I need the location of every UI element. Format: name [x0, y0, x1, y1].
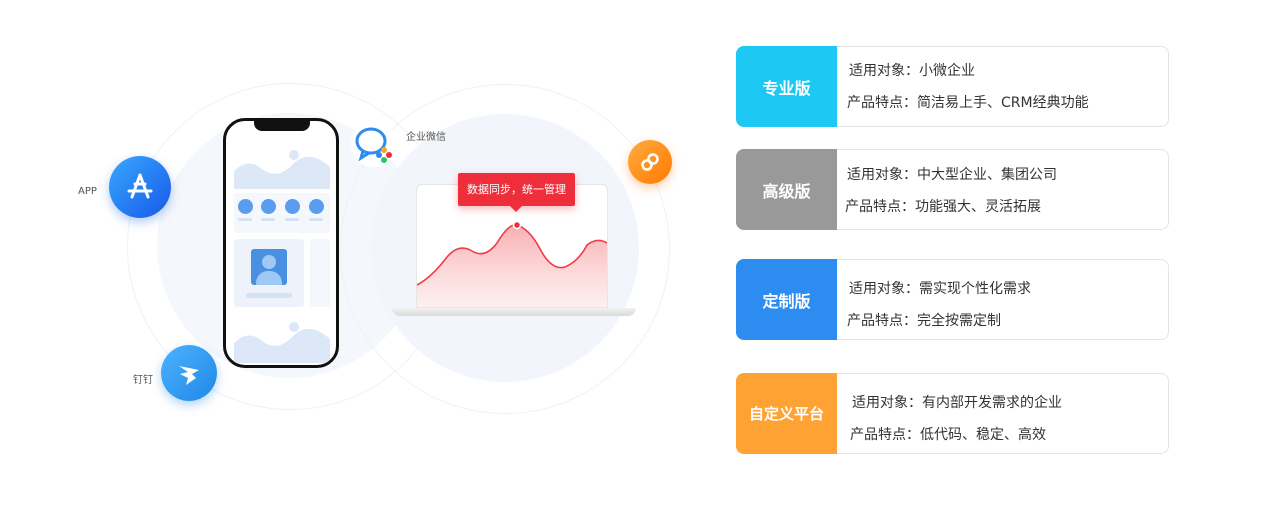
wecom-label: 企业微信 — [406, 132, 446, 143]
mini-program-icon — [628, 140, 672, 184]
feature-label: 产品特点： — [847, 95, 917, 111]
plan-badge-professional: 专业版 — [736, 46, 837, 127]
plan-feature-line: 产品特点：简洁易上手、CRM经典功能 — [847, 92, 1089, 112]
phone-menu-dot — [261, 199, 276, 214]
laptop-base — [392, 308, 636, 316]
plan-badge-custom: 定制版 — [736, 259, 837, 340]
target-label: 适用对象： — [849, 281, 919, 297]
phone-menu-line — [309, 218, 323, 221]
phone-menu-dot — [285, 199, 300, 214]
phone-notch — [254, 121, 310, 131]
target-label: 适用对象： — [847, 167, 917, 183]
plan-feature-line: 产品特点：完全按需定制 — [847, 310, 1001, 330]
wecom-icon — [351, 121, 397, 167]
target-label: 适用对象： — [849, 63, 919, 79]
phone-menu-line — [261, 218, 275, 221]
phone-mockup — [223, 118, 339, 368]
sync-tooltip: 数据同步，统一管理 — [458, 173, 575, 212]
sales-trend-chart — [417, 220, 607, 307]
target-value: 需实现个性化需求 — [919, 281, 1031, 297]
dingtalk-label: 钉钉 — [133, 375, 153, 386]
phone-side-card — [310, 239, 330, 307]
avatar-placeholder-icon — [251, 249, 287, 285]
phone-menu-line — [285, 218, 299, 221]
phone-banner-image — [234, 141, 330, 189]
phone-bottom-image — [234, 315, 330, 363]
target-value: 有内部开发需求的企业 — [922, 395, 1062, 411]
app-store-icon — [109, 156, 171, 218]
target-value: 小微企业 — [919, 63, 975, 79]
feature-label: 产品特点： — [845, 199, 915, 215]
feature-value: 功能强大、灵活拓展 — [915, 199, 1041, 215]
plan-card-advanced[interactable]: 高级版 适用对象：中大型企业、集团公司 产品特点：功能强大、灵活拓展 — [736, 149, 1169, 230]
feature-value: 低代码、稳定、高效 — [920, 427, 1046, 443]
laptop-mockup — [392, 184, 636, 320]
phone-menu-dot — [238, 199, 253, 214]
plan-badge-platform: 自定义平台 — [736, 373, 837, 454]
plan-target-line: 适用对象：中大型企业、集团公司 — [847, 164, 1057, 184]
product-illustration: APP 企业微信 钉钉 — [78, 83, 672, 414]
feature-value: 简洁易上手、CRM经典功能 — [917, 95, 1089, 111]
laptop-ring-outer — [340, 84, 670, 414]
plan-target-line: 适用对象：小微企业 — [849, 60, 975, 80]
target-value: 中大型企业、集团公司 — [917, 167, 1057, 183]
plan-badge-advanced: 高级版 — [736, 149, 837, 230]
phone-menu-line — [238, 218, 252, 221]
feature-label: 产品特点： — [850, 427, 920, 443]
phone-menu-dot — [309, 199, 324, 214]
plan-feature-line: 产品特点：功能强大、灵活拓展 — [845, 196, 1041, 216]
plan-target-line: 适用对象：需实现个性化需求 — [849, 278, 1031, 298]
plan-card-custom[interactable]: 定制版 适用对象：需实现个性化需求 产品特点：完全按需定制 — [736, 259, 1169, 340]
plan-card-platform[interactable]: 自定义平台 适用对象：有内部开发需求的企业 产品特点：低代码、稳定、高效 — [736, 373, 1169, 454]
plan-target-line: 适用对象：有内部开发需求的企业 — [852, 392, 1062, 412]
dingtalk-icon — [161, 345, 217, 401]
plan-card-professional[interactable]: 专业版 适用对象：小微企业 产品特点：简洁易上手、CRM经典功能 — [736, 46, 1169, 127]
phone-profile-card — [234, 239, 304, 307]
laptop-screen — [416, 184, 608, 308]
feature-label: 产品特点： — [847, 313, 917, 329]
plan-feature-line: 产品特点：低代码、稳定、高效 — [850, 424, 1046, 444]
target-label: 适用对象： — [852, 395, 922, 411]
app-label: APP — [78, 186, 97, 197]
feature-value: 完全按需定制 — [917, 313, 1001, 329]
